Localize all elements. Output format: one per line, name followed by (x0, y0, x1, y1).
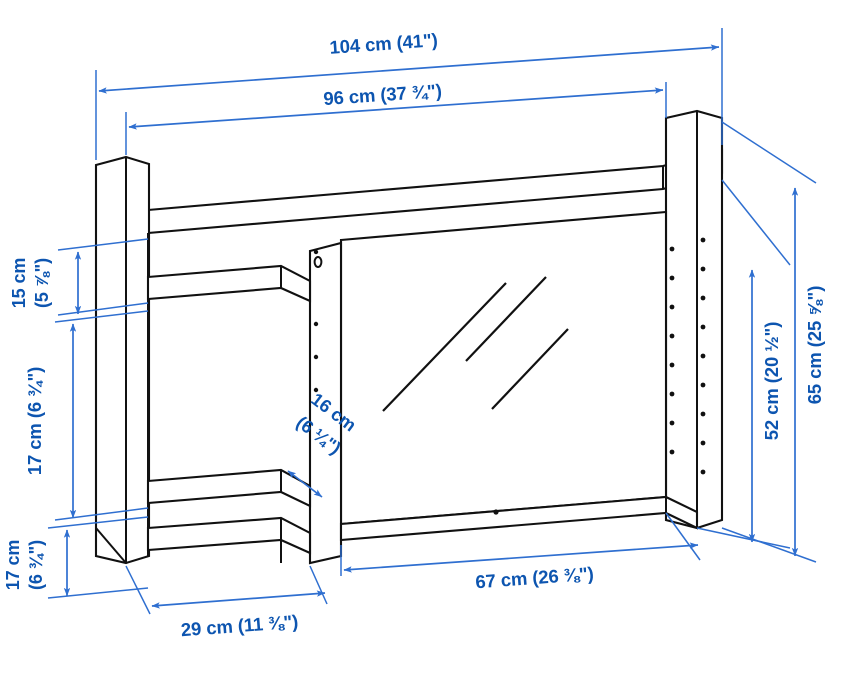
dim-upper-shelf-height (57, 238, 149, 316)
dimension-labels: 104 cm (41") 96 cm (37 ¾") 15 cm (5 ⅞") … (3, 29, 825, 640)
left-side-panel (94, 155, 151, 565)
label-right-section-width: 67 cm (26 ⅜") (475, 563, 595, 593)
label-lower-section-height-line1: 17 cm (3, 540, 23, 591)
dim-overall-height (721, 121, 817, 563)
label-overall-width: 104 cm (41") (329, 29, 439, 58)
peg-holes-right-panel (669, 237, 706, 475)
label-lower-section-height-line2: (6 ¾") (26, 540, 46, 590)
dim-inner-width (125, 82, 667, 155)
label-body-height: 52 cm (20 ½") (761, 322, 782, 441)
furniture-assembly (94, 109, 724, 565)
label-overall-height: 65 cm (25 ⅝") (804, 286, 825, 405)
peg-holes-center-panel (313, 249, 319, 393)
label-left-section-width: 29 cm (11 ⅜") (180, 611, 299, 641)
dim-lower-section-height (47, 516, 149, 599)
bottom-shelf (146, 516, 312, 563)
dim-overall-width (95, 28, 723, 160)
label-upper-shelf-height-line2: (5 ⅞") (32, 258, 52, 308)
upper-shelf (146, 264, 312, 303)
dim-shelf-depth (287, 470, 323, 498)
dimension-annotations (47, 28, 817, 615)
label-middle-section-height: 17 cm (6 ¾") (24, 367, 45, 475)
label-upper-shelf-height-line1: 15 cm (9, 258, 29, 309)
right-side-panel (664, 109, 724, 530)
mirror-panel (339, 210, 668, 526)
dim-left-section-width (125, 565, 328, 615)
label-inner-width: 96 cm (37 ¾") (323, 80, 443, 109)
mirror-shine-lines (382, 276, 569, 412)
cable-hole (313, 256, 323, 268)
lower-shelf (146, 468, 312, 508)
dim-body-height (696, 179, 791, 549)
dim-middle-section-height (54, 310, 149, 521)
dim-right-section-width (340, 512, 701, 576)
